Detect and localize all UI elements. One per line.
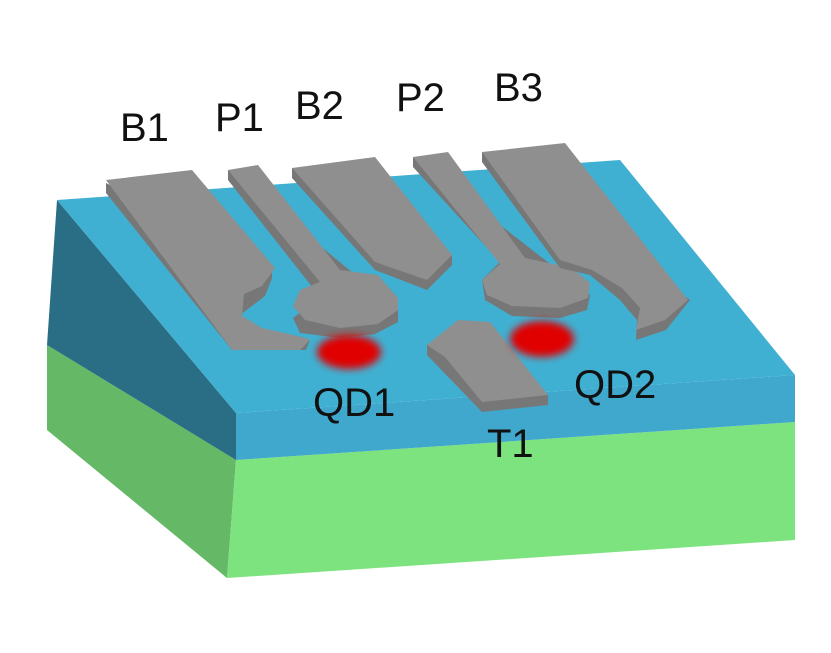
gate-p2-top <box>413 152 590 308</box>
substrate-front-face <box>227 422 795 578</box>
gate-b1 <box>106 170 310 350</box>
gate-b2-top <box>292 157 452 280</box>
oxide-front-face <box>236 375 795 460</box>
quantum-dot-qd2 <box>510 321 574 357</box>
quantum-dot-qd1 <box>317 335 381 369</box>
gate-b2 <box>292 157 452 290</box>
label-qd1: QD1 <box>313 381 396 425</box>
label-qd2: QD2 <box>574 363 657 407</box>
substrate-left-face <box>47 345 236 578</box>
gate-p1-top <box>228 165 398 328</box>
gate-p2 <box>413 152 590 318</box>
gate-p1 <box>228 165 398 338</box>
oxide-left-face <box>47 200 236 460</box>
gate-b3 <box>482 143 690 340</box>
label-p1: P1 <box>215 96 264 140</box>
label-t1: T1 <box>487 422 534 466</box>
label-p2: P2 <box>396 76 445 120</box>
gate-t1-top <box>427 320 548 402</box>
gate-b3-top <box>482 143 688 330</box>
label-b3: B3 <box>494 66 543 110</box>
label-b1: B1 <box>120 106 169 150</box>
gate-t1 <box>427 320 548 412</box>
gate-b1-top <box>106 170 310 350</box>
label-b2: B2 <box>295 84 344 128</box>
